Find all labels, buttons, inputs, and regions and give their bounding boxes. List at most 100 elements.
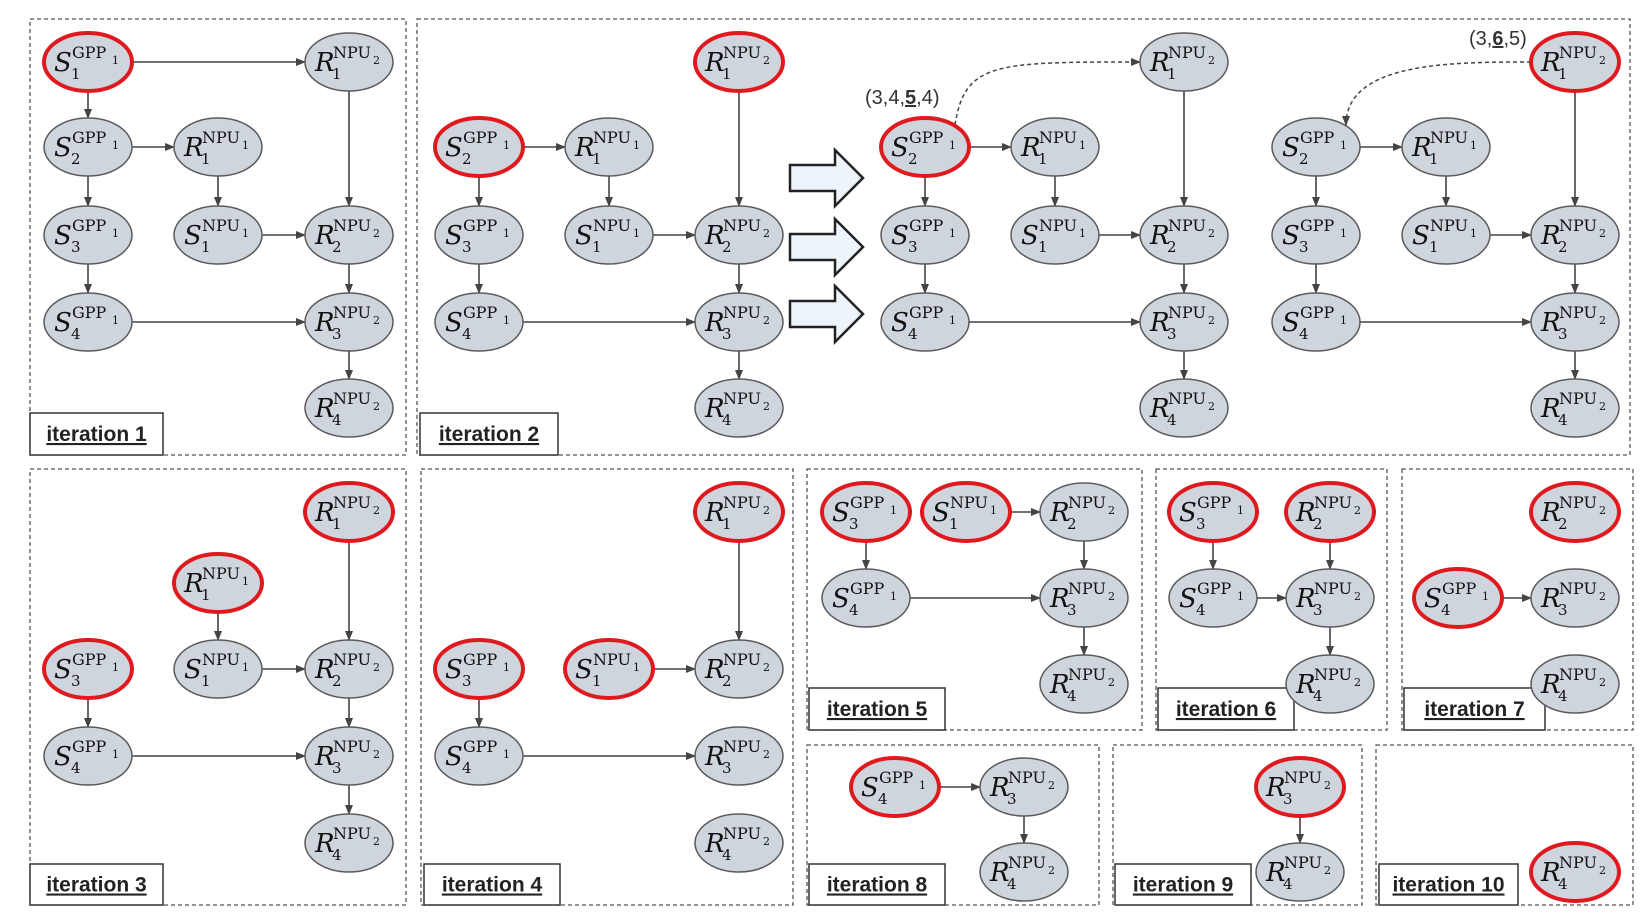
node-device-index: 2 [1354,504,1361,517]
node-device-index: 1 [1340,314,1347,327]
node-ellipse [564,205,654,265]
iteration-panel: iteration 7 [1401,468,1634,731]
node-letter: S [184,655,202,685]
node-device-index: 1 [503,314,510,327]
node-index: 2 [1558,238,1568,256]
node-index: 3 [332,759,342,777]
annotation-tuple-2: (3,6,5) [1469,28,1527,50]
iteration-label-box [1114,863,1252,906]
node-device: GPP [1300,303,1335,322]
node-device-index: 2 [1108,676,1115,689]
node-index: 1 [1167,65,1177,83]
node-index: 1 [201,586,211,604]
node-device: NPU [1430,128,1468,147]
node-ellipse-highlighted [563,638,655,700]
node-index: 3 [332,325,342,343]
node-letter: S [1424,584,1442,614]
node-ellipse [694,726,784,786]
node-device-index: 2 [763,54,770,67]
node-ellipse [694,639,784,699]
node-letter: R [704,498,725,528]
node-device-index: 2 [1599,314,1606,327]
node-index: 4 [1441,601,1451,619]
node-letter: S [832,498,850,528]
node-device: NPU [202,128,240,147]
node-device: GPP [1197,579,1232,598]
node-letter: S [1282,308,1300,338]
node-device: NPU [1168,389,1206,408]
node-ellipse [1530,292,1620,352]
node-ellipse [1271,205,1361,265]
node-ellipse [880,292,970,352]
node-device: NPU [1284,853,1322,872]
iteration-panel-border [420,468,794,906]
node-letter: R [1540,670,1561,700]
node-device: GPP [72,650,107,669]
node-device: GPP [463,650,498,669]
node-letter: S [1179,498,1197,528]
node-device-index: 1 [919,779,926,792]
node-letter: R [1049,670,1070,700]
node-ellipse-highlighted [920,481,1012,543]
node-letter: R [1411,133,1432,163]
node-letter: R [314,48,335,78]
node-device-index: 2 [763,661,770,674]
node-device-index: 2 [1048,779,1055,792]
node-ellipse-highlighted [433,638,525,700]
iteration-panel: iteration 8 [806,744,1100,906]
node-letter: R [704,308,725,338]
node-ellipse [304,205,394,265]
node-letter: R [1149,48,1170,78]
node-index: 2 [1558,515,1568,533]
node-device-index: 2 [1599,54,1606,67]
node-ellipse-highlighted [820,481,912,543]
node-index: 2 [722,672,732,690]
node-ellipse [43,292,133,352]
node-device: NPU [1068,665,1106,684]
node-ellipse-highlighted [1284,481,1376,543]
node-device: NPU [333,737,371,756]
node-index: 3 [1313,601,1323,619]
node-ellipse [1139,32,1229,92]
node-index: 4 [1558,875,1568,893]
node-device-index: 1 [242,661,249,674]
node-device: GPP [72,128,107,147]
node-device-index: 2 [1599,504,1606,517]
node-device: NPU [333,389,371,408]
node-device: NPU [593,216,631,235]
node-device-index: 2 [373,661,380,674]
node-device: NPU [1314,579,1352,598]
node-letter: R [1540,498,1561,528]
node-device-index: 1 [990,504,997,517]
node-index: 3 [1558,325,1568,343]
node-ellipse [880,205,970,265]
iteration-label: iteration 7 [1424,698,1524,721]
iteration-label: iteration 3 [46,874,146,897]
node-letter: S [54,308,72,338]
node-ellipse [1255,842,1345,902]
node-letter: R [1540,584,1561,614]
node-device: GPP [850,493,885,512]
node-index: 4 [1313,687,1323,705]
node-device-index: 1 [1340,139,1347,152]
node-ellipse-highlighted [693,31,785,93]
node-index: 4 [1196,601,1206,619]
node-device: NPU [333,43,371,62]
